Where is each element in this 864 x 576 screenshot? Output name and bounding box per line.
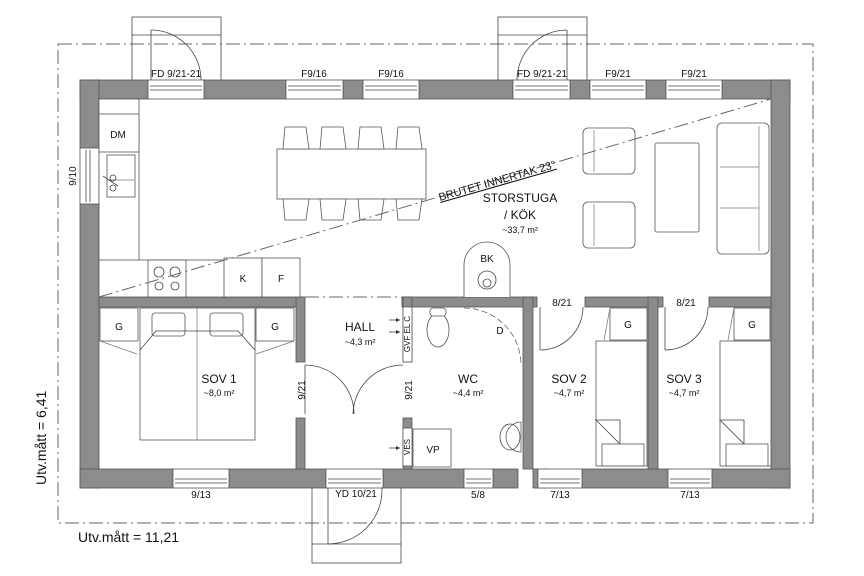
dimension-width: Utv.mått = 11,21 (78, 529, 179, 545)
label-fridge: K (240, 274, 247, 285)
dimension-outline (57, 43, 814, 524)
label-door-wc: 9/21 (404, 380, 415, 400)
room-hall-name: HALL (345, 320, 375, 334)
room-sov2-name: SOV 2 (551, 372, 587, 386)
label-window-713-1: 7/13 (550, 490, 570, 501)
room-sov3-area: ~4,7 m² (669, 388, 700, 398)
ceiling-break-line (98, 98, 772, 298)
room-storstuga-name-2: / KÖK (504, 208, 536, 222)
room-sov1-name: SOV 1 (201, 372, 237, 386)
label-door-sov2: 8/21 (552, 298, 572, 309)
room-storstuga-name: STORSTUGA (483, 191, 557, 205)
sov3-furniture (719, 307, 772, 467)
label-window-f921-1: F9/21 (605, 69, 631, 80)
label-window-f916-1: F9/16 (301, 69, 327, 80)
kitchen (98, 98, 301, 298)
label-door-fd1: FD 9/21-21 (151, 69, 201, 80)
living-furniture (582, 122, 770, 255)
label-stove: BK (480, 254, 494, 265)
label-shower: D (496, 326, 503, 337)
label-freezer: F (278, 274, 284, 285)
dining-table (276, 126, 427, 221)
label-wardrobe-sov1-right: G (271, 322, 279, 333)
sov1-furniture (99, 307, 295, 441)
label-panel-gvf: GVF EL C (403, 316, 412, 352)
label-door-sov1: 9/21 (297, 380, 308, 400)
walls (79, 79, 791, 489)
room-sov2-area: ~4,7 m² (554, 388, 585, 398)
label-wardrobe-sov2: G (624, 320, 632, 331)
room-wc-name: WC (458, 372, 478, 386)
label-window-f921-2: F9/21 (681, 69, 707, 80)
label-door-sov3: 8/21 (676, 298, 696, 309)
label-water-heater: VP (426, 445, 440, 456)
windows-bottom (172, 468, 713, 489)
panel-arrows (389, 318, 400, 450)
room-sov1-area: ~8,0 m² (204, 388, 235, 398)
label-window-f916-2: F9/16 (378, 69, 404, 80)
room-storstuga-area: ~33,7 m² (502, 225, 538, 235)
window-left (79, 147, 100, 205)
label-door-fd2: FD 9/21-21 (517, 69, 567, 80)
label-window-913: 9/13 (191, 490, 211, 501)
stove-bk (463, 241, 511, 297)
label-wardrobe-sov1-left: G (115, 322, 123, 333)
label-panel-ves: VES (403, 439, 412, 455)
label-window-left: 9/10 (68, 166, 79, 186)
windows-top (147, 79, 723, 100)
label-window-58: 5/8 (471, 490, 485, 501)
label-window-713-2: 7/13 (680, 490, 700, 501)
label-door-yd: YD 10/21 (335, 489, 377, 500)
sov2-furniture (595, 307, 648, 467)
room-hall-area: ~4,3 m² (345, 337, 376, 347)
room-sov3-name: SOV 3 (666, 372, 702, 386)
label-dishwasher: DM (110, 130, 126, 141)
label-wardrobe-sov3: G (748, 320, 756, 331)
room-wc-area: ~4,4 m² (453, 388, 484, 398)
dimension-height: Utv.mått = 6,41 (33, 391, 49, 485)
door-swings (150, 29, 709, 545)
wc-fixtures (402, 306, 522, 468)
